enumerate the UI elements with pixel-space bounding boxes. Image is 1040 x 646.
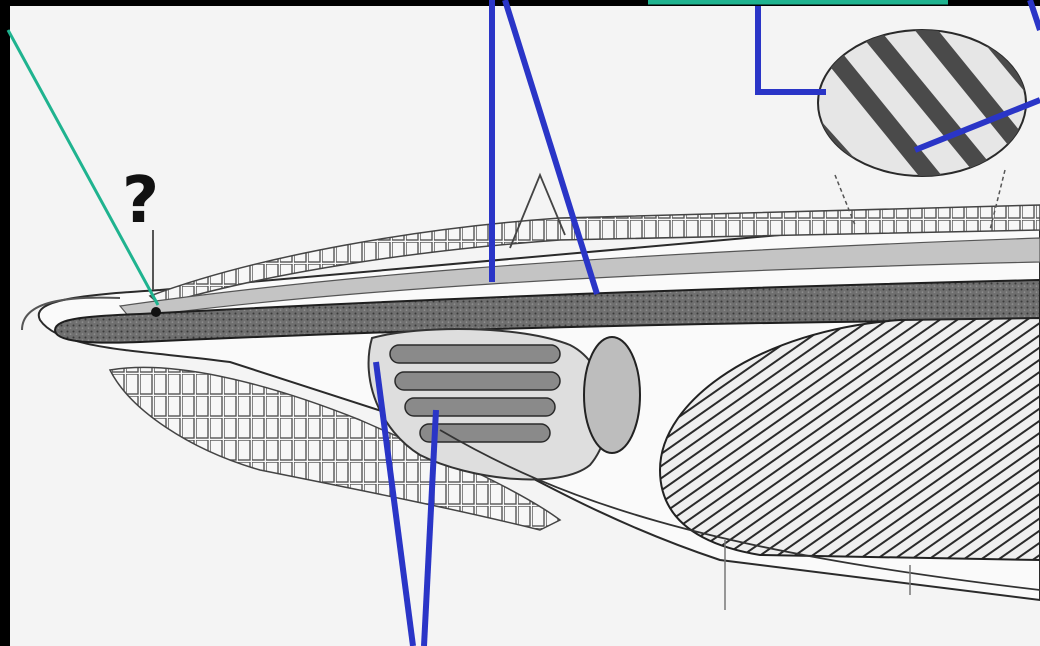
velum <box>584 337 640 453</box>
question-label: ? <box>122 164 159 238</box>
pointer-dot <box>151 307 161 317</box>
